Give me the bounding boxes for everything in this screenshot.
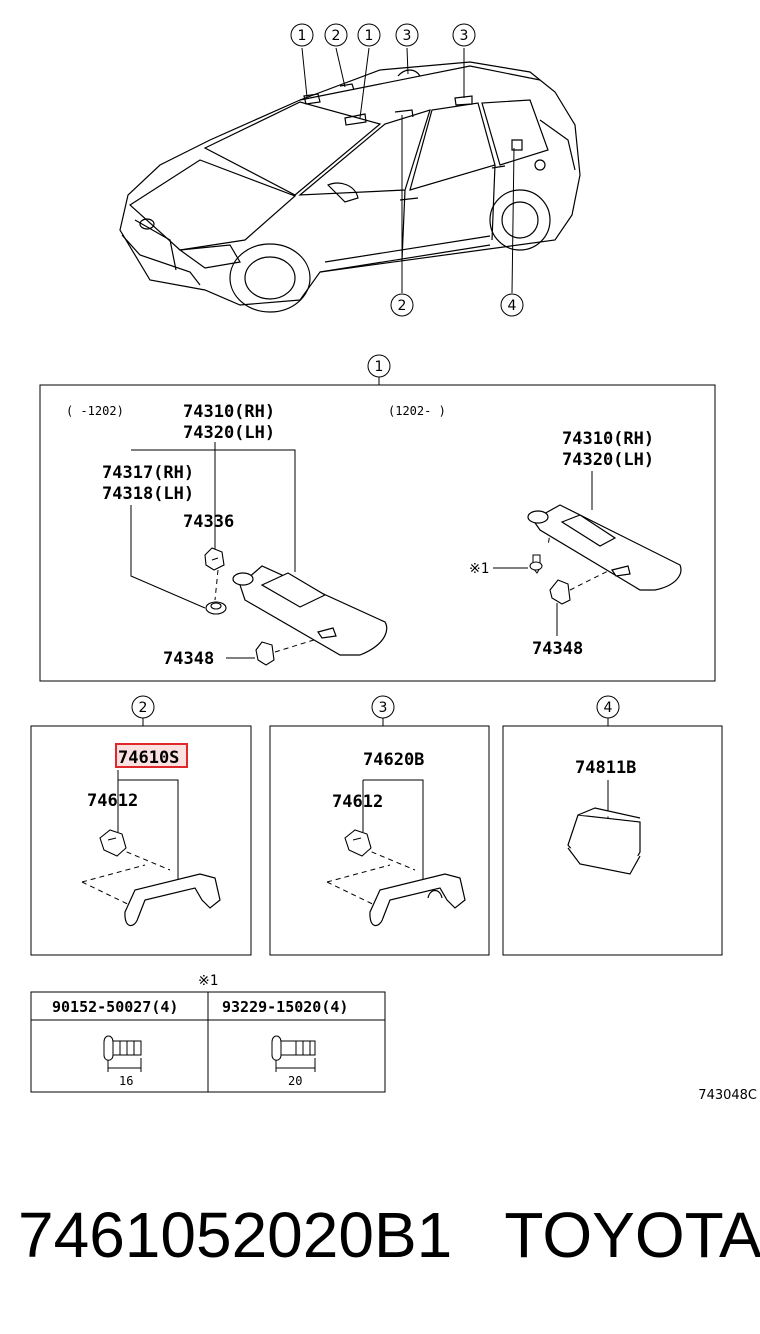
table-col1-header: 90152-50027(4) <box>52 998 178 1016</box>
svg-text:2: 2 <box>398 298 407 314</box>
pn-74348-left: 74348 <box>163 649 214 669</box>
footer-part-number: 7461052020B1 TOYOTA <box>18 1195 760 1275</box>
table-col2-header: 93229-15020(4) <box>222 998 348 1016</box>
assist-grip-74620b <box>369 873 466 927</box>
svg-text:4: 4 <box>508 298 517 314</box>
svg-text:2: 2 <box>332 28 341 44</box>
pn-74620b: 74620B <box>363 750 424 770</box>
pn-74318: 74318(LH) <box>102 484 194 504</box>
callout-2a: 2 <box>324 23 348 47</box>
pn-74317: 74317(RH) <box>102 463 194 483</box>
lamp-74811b <box>567 807 641 875</box>
callout-2b: 2 <box>390 293 414 317</box>
bracket-74348-right <box>549 579 571 605</box>
svg-text:1: 1 <box>365 28 374 44</box>
section-4-callout: 4 <box>604 700 613 716</box>
screw-note: ※1 <box>469 561 489 577</box>
pn-74320-right: 74320(LH) <box>562 450 654 470</box>
pn-74612-s3: 74612 <box>332 792 383 812</box>
svg-text:3: 3 <box>460 28 469 44</box>
car-illustration <box>119 61 581 313</box>
brand-name: TOYOTA <box>504 1199 760 1271</box>
range-right: (1202- ) <box>388 404 446 418</box>
section-3-callout: 3 <box>379 700 388 716</box>
callout-1a: 1 <box>290 23 314 47</box>
cover-74612-s2 <box>99 829 127 857</box>
pn-74336: 74336 <box>183 512 234 532</box>
callout-4a: 4 <box>500 293 524 317</box>
pn-74612-s2: 74612 <box>87 791 138 811</box>
screw-right <box>529 554 543 574</box>
sun-visor-left <box>232 565 388 656</box>
highlight-box <box>115 743 188 768</box>
section-2-callout: 2 <box>139 700 148 716</box>
pn-74811b: 74811B <box>575 758 636 778</box>
pn-74320-left: 74320(LH) <box>183 423 275 443</box>
top-callouts: 1 2 1 3 3 2 4 <box>290 23 524 317</box>
car-leader-lines <box>301 47 515 294</box>
section-1-callout: 1 <box>375 359 384 375</box>
callout-1b: 1 <box>357 23 381 47</box>
screw-16 <box>103 1035 142 1072</box>
section-2: 2 74610S 74612 <box>30 695 252 956</box>
holder-74317 <box>205 601 227 615</box>
fastener-table: ※1 90152-50027(4) 93229-15020(4) 16 <box>30 973 386 1093</box>
sun-visor-right <box>527 504 682 591</box>
table-note: ※1 <box>198 973 218 989</box>
pn-74310-right: 74310(RH) <box>562 429 654 449</box>
svg-text:1: 1 <box>298 28 307 44</box>
diagram-reference: 743048C <box>698 1088 757 1103</box>
svg-text:3: 3 <box>403 28 412 44</box>
bracket-74348-left <box>255 641 275 666</box>
clip-74336 <box>204 547 225 571</box>
screw-20 <box>271 1035 316 1072</box>
cover-74612-s3 <box>344 829 372 857</box>
pn-74310-left: 74310(RH) <box>183 402 275 422</box>
section-4: 4 74811B <box>502 695 723 956</box>
pn-74610s: 74610S <box>118 748 179 768</box>
screw-20-length: 20 <box>288 1074 302 1088</box>
callout-3b: 3 <box>452 23 476 47</box>
screw-16-length: 16 <box>119 1074 133 1088</box>
part-number: 7461052020B1 <box>18 1199 453 1271</box>
range-left: ( -1202) <box>66 404 124 418</box>
section-3: 3 74620B 74612 <box>269 695 490 956</box>
callout-3a: 3 <box>395 23 419 47</box>
section-1: 1 ( -1202) (1202- ) 74310(RH) 74320(LH) … <box>39 354 716 682</box>
pn-74348-right: 74348 <box>532 639 583 659</box>
assist-grip-74610s <box>124 873 221 927</box>
